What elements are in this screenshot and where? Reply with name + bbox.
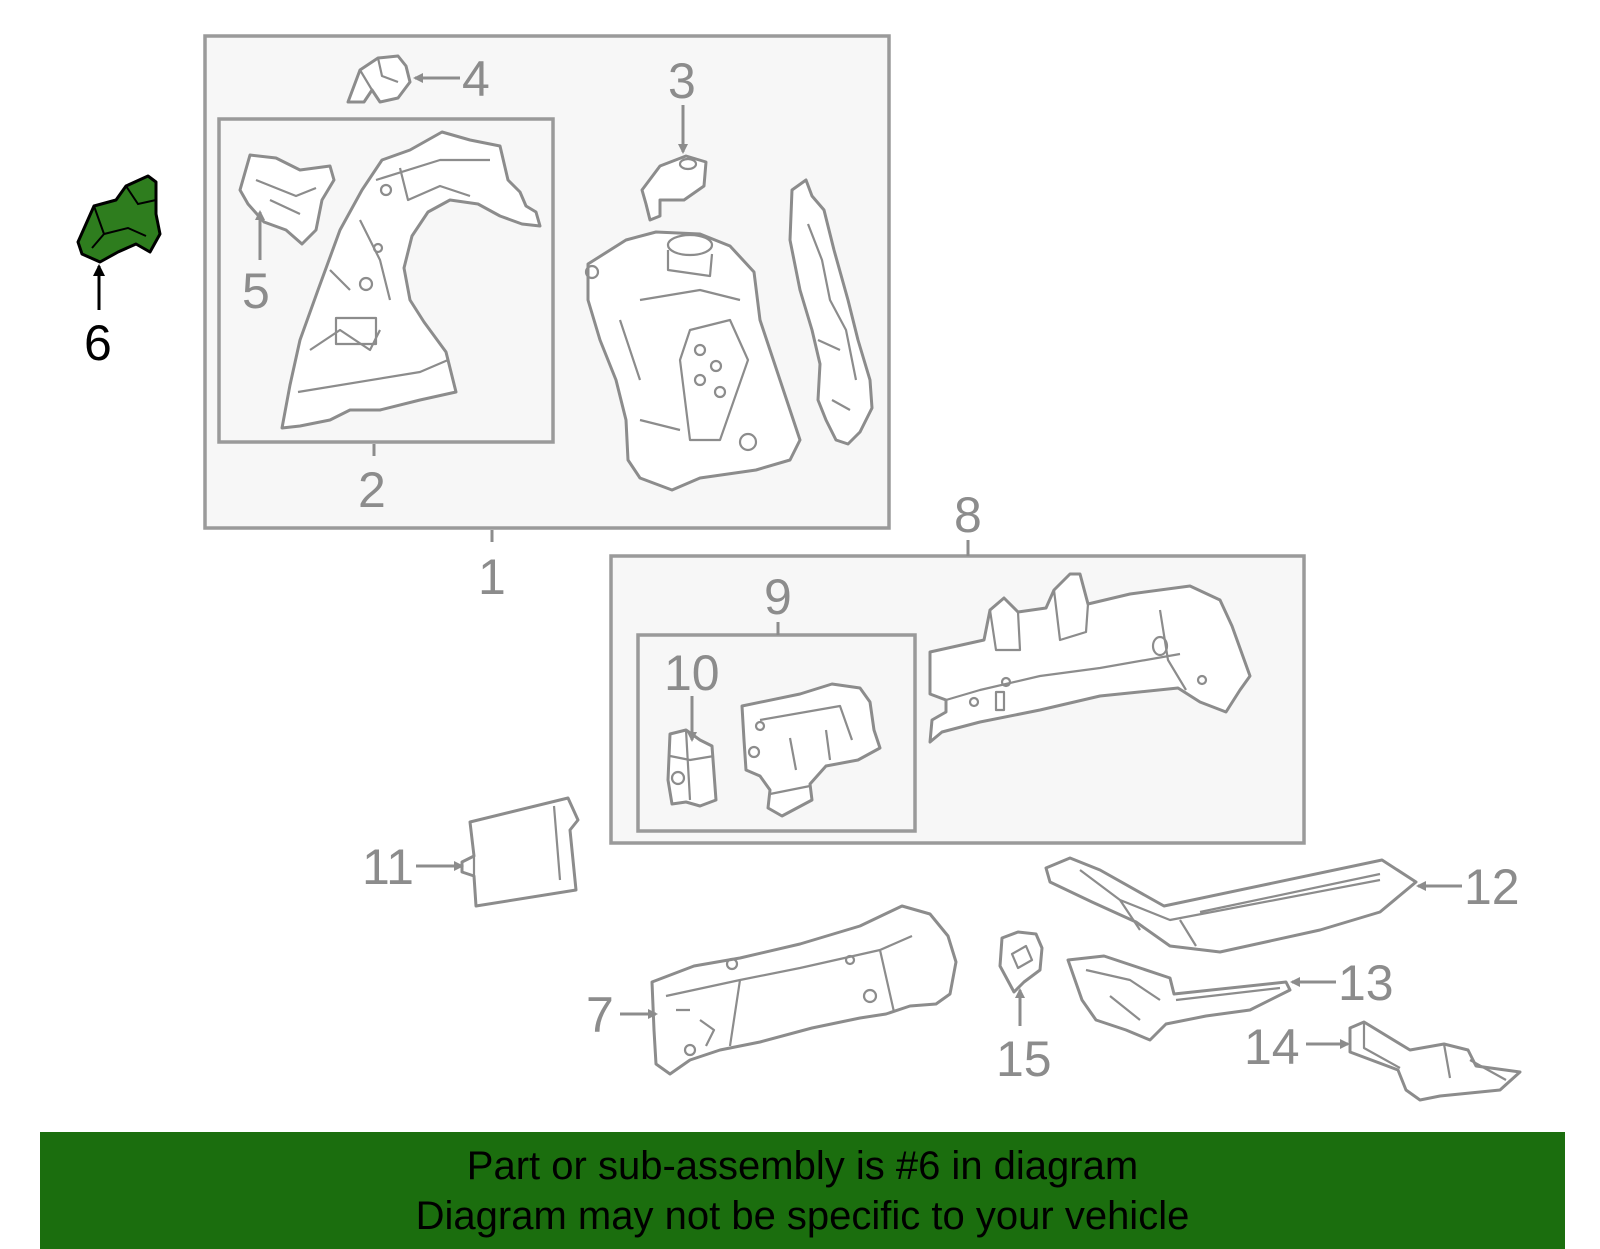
part-11-drawing bbox=[460, 796, 580, 908]
callout-5: 5 bbox=[242, 263, 270, 319]
callout-14: 14 bbox=[1244, 1019, 1300, 1075]
part-2-drawing bbox=[280, 130, 542, 430]
banner-line-2: Diagram may not be specific to your vehi… bbox=[415, 1194, 1190, 1238]
callout-15: 15 bbox=[996, 1031, 1052, 1087]
parts-diagram: 4 3 5 2 1 bbox=[76, 34, 1522, 1102]
part-15-drawing bbox=[998, 930, 1044, 994]
part-5-drawing bbox=[238, 153, 336, 246]
callout-2: 2 bbox=[358, 462, 386, 518]
part-14-drawing bbox=[1348, 1020, 1522, 1102]
part-3-drawing bbox=[640, 154, 708, 222]
part-12-drawing bbox=[1044, 856, 1418, 954]
part-13-drawing bbox=[1066, 954, 1292, 1042]
info-banner: Part or sub-assembly is #6 in diagram Di… bbox=[40, 1132, 1565, 1249]
part-4-drawing bbox=[346, 54, 412, 104]
part-reinforcement-drawing bbox=[788, 178, 874, 446]
callout-13: 13 bbox=[1338, 955, 1394, 1011]
callout-1: 1 bbox=[478, 549, 506, 605]
part-9-drawing bbox=[740, 682, 882, 818]
callout-9: 9 bbox=[764, 569, 792, 625]
part-strut-tower-drawing bbox=[584, 230, 802, 492]
part-6-drawing bbox=[76, 174, 162, 264]
callout-11: 11 bbox=[362, 839, 414, 895]
callout-3: 3 bbox=[668, 53, 696, 109]
banner-line-1: Part or sub-assembly is #6 in diagram bbox=[466, 1144, 1139, 1188]
callout-12: 12 bbox=[1464, 859, 1520, 915]
callout-4: 4 bbox=[462, 51, 490, 107]
callout-8: 8 bbox=[954, 487, 982, 543]
part-8-drawing bbox=[928, 572, 1252, 744]
callout-10: 10 bbox=[664, 645, 720, 701]
part-7-drawing bbox=[650, 904, 958, 1076]
callout-6: 6 bbox=[84, 315, 112, 371]
callout-7: 7 bbox=[586, 987, 614, 1043]
